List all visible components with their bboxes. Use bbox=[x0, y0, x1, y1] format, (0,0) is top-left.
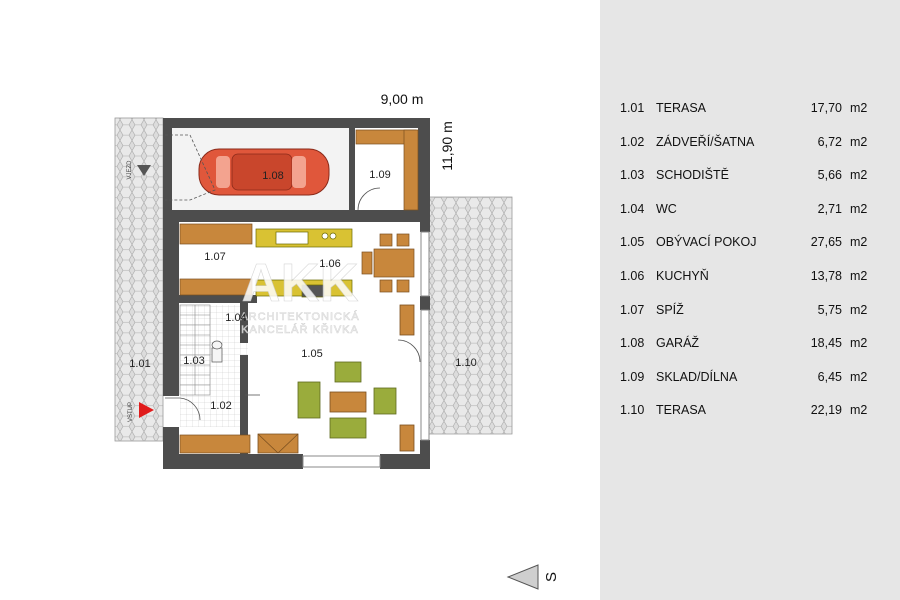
wardrobe bbox=[179, 434, 251, 454]
room-name: GARÁŽ bbox=[656, 336, 700, 351]
garage-door-swing bbox=[165, 134, 216, 201]
legend-row: 1.09 SKLAD/DÍLNA 6,45 m2 bbox=[620, 370, 880, 390]
room-number: 1.04 bbox=[620, 201, 645, 216]
room-label: 1.06 bbox=[319, 258, 340, 270]
car-icon bbox=[198, 148, 330, 196]
room-label: 1.09 bbox=[369, 169, 390, 181]
tiled-floor bbox=[180, 305, 248, 427]
room-name: ZÁDVEŘÍ/ŠATNA bbox=[656, 134, 755, 149]
room-number: 1.06 bbox=[620, 269, 645, 283]
room-label: 1.07 bbox=[204, 251, 225, 263]
storage-shelves bbox=[355, 129, 419, 211]
room-label: 1.05 bbox=[301, 348, 322, 360]
entry-arrow-icon bbox=[139, 402, 154, 418]
room-label: 1.03 bbox=[183, 355, 204, 367]
storage-door-swing bbox=[357, 187, 381, 211]
room-name: TERASA bbox=[656, 403, 707, 418]
room-name: SKLAD/DÍLNA bbox=[656, 369, 738, 384]
room-area: 17,70 bbox=[810, 101, 842, 115]
dining-table bbox=[361, 233, 415, 293]
legend-row: 1.04 WC 2,71 m2 bbox=[620, 202, 880, 222]
room-name: TERASA bbox=[656, 101, 707, 115]
room-name: SPÍŽ bbox=[656, 302, 684, 317]
watermark: AKK ARCHITEKTONICKÁ KANCELÁŘ KŘIVKA bbox=[240, 253, 359, 337]
compass-label: S bbox=[543, 572, 560, 582]
living-furniture bbox=[257, 304, 415, 454]
room-area: 5,75 bbox=[817, 302, 842, 317]
terrace-right bbox=[428, 196, 513, 435]
room-number: 1.03 bbox=[620, 168, 645, 183]
room-name: SCHODIŠTĚ bbox=[656, 168, 729, 183]
legend-row: 1.01 TERASA 17,70 m2 bbox=[620, 101, 880, 121]
room-unit: m2 bbox=[850, 201, 868, 216]
legend-row: 1.07 SPÍŽ 5,75 m2 bbox=[620, 303, 880, 323]
room-number: 1.10 bbox=[620, 403, 645, 418]
kitchen-counter bbox=[255, 228, 353, 298]
entry-label: VSTUP bbox=[128, 402, 134, 422]
room-label: 1.04 bbox=[225, 312, 246, 324]
floor-plan: AKK ARCHITEKTONICKÁ KANCELÁŘ KŘIVKA 1.01… bbox=[114, 91, 560, 590]
windows bbox=[302, 231, 430, 468]
room-unit: m2 bbox=[850, 269, 868, 283]
room-area: 18,45 bbox=[810, 336, 842, 351]
room-label: 1.08 bbox=[262, 170, 283, 182]
room-name: KUCHYŇ bbox=[656, 269, 709, 283]
watermark-logo: AKK bbox=[242, 253, 359, 313]
doors bbox=[165, 339, 421, 421]
room-unit: m2 bbox=[850, 302, 868, 317]
room-area: 5,66 bbox=[817, 168, 842, 183]
toilet-icon bbox=[211, 340, 223, 363]
legend-row: 1.03 SCHODIŠTĚ 5,66 m2 bbox=[620, 168, 880, 188]
garage-entry-arrow-icon bbox=[137, 165, 151, 176]
room-area: 22,19 bbox=[810, 403, 842, 418]
legend-row: 1.06 KUCHYŇ 13,78 m2 bbox=[620, 269, 880, 289]
room-number: 1.07 bbox=[620, 302, 645, 317]
room-name: OBÝVACÍ POKOJ bbox=[656, 235, 757, 250]
room-unit: m2 bbox=[850, 168, 868, 183]
staircase bbox=[179, 304, 211, 396]
room-number: 1.02 bbox=[620, 134, 645, 149]
walls bbox=[163, 118, 430, 469]
pantry-shelves bbox=[179, 223, 253, 296]
room-area: 13,78 bbox=[810, 269, 842, 283]
room-label: 1.10 bbox=[455, 357, 476, 369]
terrace-left bbox=[114, 117, 164, 442]
watermark-line2: KANCELÁŘ KŘIVKA bbox=[241, 323, 359, 336]
legend-row: 1.10 TERASA 22,19 m2 bbox=[620, 403, 880, 423]
room-unit: m2 bbox=[850, 235, 868, 250]
dimension-height: 11,90 m bbox=[439, 121, 455, 171]
dimension-width: 9,00 m bbox=[381, 91, 424, 107]
room-unit: m2 bbox=[850, 336, 868, 351]
room-label: 1.02 bbox=[210, 400, 231, 412]
watermark-line1: ARCHITEKTONICKÁ bbox=[240, 310, 359, 323]
room-area: 6,72 bbox=[817, 134, 842, 149]
room-unit: m2 bbox=[850, 369, 868, 384]
legend-row: 1.08 GARÁŽ 18,45 m2 bbox=[620, 336, 880, 356]
garage-entry-label: VJEZD bbox=[127, 160, 133, 180]
room-label: 1.01 bbox=[129, 358, 150, 370]
room-unit: m2 bbox=[850, 134, 868, 149]
room-number: 1.05 bbox=[620, 235, 645, 250]
room-area: 27,65 bbox=[810, 235, 842, 250]
room-number: 1.08 bbox=[620, 336, 645, 351]
compass-arrow-icon bbox=[506, 564, 539, 590]
room-number: 1.09 bbox=[620, 369, 645, 384]
room-area: 2,71 bbox=[817, 201, 842, 216]
room-name: WC bbox=[656, 201, 677, 216]
room-number: 1.01 bbox=[620, 101, 645, 115]
legend-row: 1.05 OBÝVACÍ POKOJ 27,65 m2 bbox=[620, 235, 880, 255]
room-area: 6,45 bbox=[817, 369, 842, 384]
legend-row: 1.02 ZÁDVEŘÍ/ŠATNA 6,72 m2 bbox=[620, 135, 880, 155]
room-labels: 1.01 1.02 1.03 1.04 1.05 1.06 1.07 1.08 1.09 1.10 bbox=[129, 169, 476, 412]
room-unit: m2 bbox=[850, 403, 868, 418]
room-unit: m2 bbox=[850, 101, 868, 115]
